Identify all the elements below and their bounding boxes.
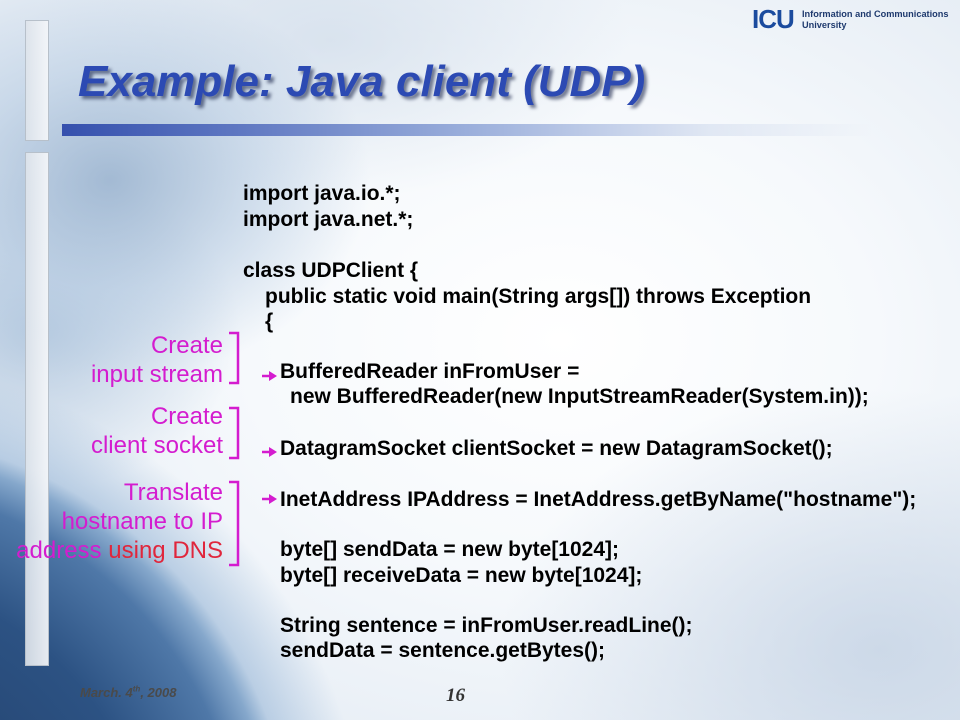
code-line: byte[] sendData = new byte[1024];: [280, 538, 620, 561]
code-line: String sentence = inFromUser.readLine();: [280, 614, 693, 637]
annotation-line: hostname to IP: [61, 508, 223, 535]
annotation-input-stream: Create input stream: [0, 331, 223, 389]
bracket-dns: [229, 480, 240, 567]
left-decor-bar-bottom: [25, 152, 49, 666]
page-number: 16: [446, 685, 465, 706]
annotation-line-part: address: [16, 537, 102, 564]
left-decor-bar-top: [25, 20, 49, 141]
arrowhead-client-socket-icon: [269, 447, 277, 457]
code-line: public static void main(String args[]) t…: [265, 285, 812, 308]
title-underline-bar: [62, 124, 872, 136]
logo-text: Information and Communications Universit…: [802, 9, 949, 31]
arrowhead-dns-icon: [269, 494, 277, 504]
arrowhead-input-stream-icon: [269, 371, 277, 381]
annotation-line: Translate: [123, 479, 223, 506]
footer-date: March. 4th, 2008: [80, 684, 176, 702]
annotation-line: input stream: [90, 361, 223, 388]
code-line: DatagramSocket clientSocket = new Datagr…: [280, 437, 833, 460]
bracket-input-stream: [229, 331, 240, 385]
logo-line-1: Information and Communications: [802, 9, 949, 19]
slide-title: Example: Java client (UDP): [78, 57, 646, 106]
code-line: InetAddress IPAddress = InetAddress.getB…: [280, 488, 917, 511]
code-line: import java.net.*;: [243, 208, 414, 231]
footer-date-main: March. 4: [80, 685, 133, 700]
footer-date-year: , 2008: [140, 685, 177, 700]
footer-date-ordinal: th: [132, 684, 141, 694]
annotation-line: Create: [150, 332, 223, 359]
code-line: class UDPClient {: [243, 259, 419, 282]
annotation-line: client socket: [90, 432, 223, 459]
code-line: {: [265, 310, 274, 333]
annotation-emphasis: using DNS: [108, 537, 223, 564]
annotation-line: Create: [150, 403, 223, 430]
logo-line-2: University: [802, 20, 847, 30]
university-logo: ICU Information and Communications Unive…: [752, 4, 956, 34]
code-line: BufferedReader inFromUser =: [280, 360, 580, 383]
bracket-client-socket: [229, 406, 240, 460]
code-line: byte[] receiveData = new byte[1024];: [280, 564, 643, 587]
code-line: sendData = sentence.getBytes();: [280, 639, 606, 662]
logo-mark: ICU: [752, 4, 795, 34]
code-line: new BufferedReader(new InputStreamReader…: [290, 385, 869, 408]
code-line: import java.io.*;: [243, 182, 401, 205]
annotation-client-socket: Create client socket: [0, 402, 223, 460]
